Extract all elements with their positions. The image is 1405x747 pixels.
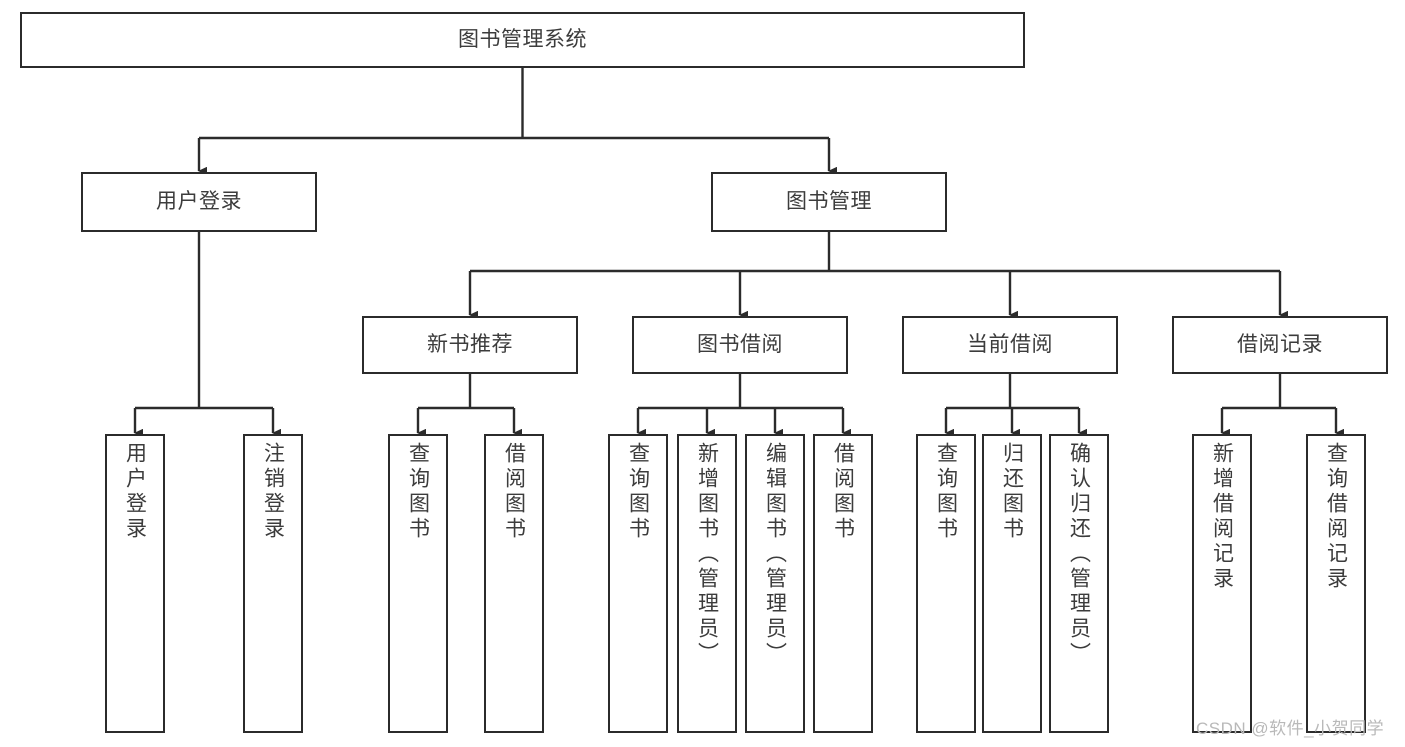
node-label: 新增图书（管理员） (695, 442, 719, 667)
node-leaf-user-login[interactable]: 用户登录 (105, 434, 165, 733)
node-label: 确认归还（管理员） (1067, 442, 1091, 667)
node-label: 借阅图书 (831, 442, 855, 542)
node-leaf-bor-add[interactable]: 新增图书（管理员） (677, 434, 737, 733)
node-leaf-bor-lend[interactable]: 借阅图书 (813, 434, 873, 733)
node-label: 查询借阅记录 (1324, 442, 1348, 592)
node-label: 用户登录 (156, 190, 242, 214)
node-root[interactable]: 图书管理系统 (20, 12, 1025, 68)
node-label: 新书推荐 (427, 333, 513, 357)
node-label: 图书管理 (786, 190, 872, 214)
node-label: 当前借阅 (967, 333, 1053, 357)
node-label: 编辑图书（管理员） (763, 442, 787, 667)
node-newbook[interactable]: 新书推荐 (362, 316, 578, 374)
node-label: 注销登录 (261, 442, 285, 542)
node-leaf-cur-confirm[interactable]: 确认归还（管理员） (1049, 434, 1109, 733)
node-label: 借阅图书 (502, 442, 526, 542)
node-bookmgmt[interactable]: 图书管理 (711, 172, 947, 232)
node-label: 查询图书 (934, 442, 958, 542)
node-leaf-rec-add[interactable]: 新增借阅记录 (1192, 434, 1252, 733)
node-label: 查询图书 (626, 442, 650, 542)
node-label: 查询图书 (406, 442, 430, 542)
node-label: 借阅记录 (1237, 333, 1323, 357)
edge-paths (133, 68, 1344, 438)
node-leaf-rec-query[interactable]: 查询借阅记录 (1306, 434, 1366, 733)
node-leaf-new-query[interactable]: 查询图书 (388, 434, 448, 733)
node-leaf-bor-query[interactable]: 查询图书 (608, 434, 668, 733)
node-leaf-cur-return[interactable]: 归还图书 (982, 434, 1042, 733)
node-leaf-bor-edit[interactable]: 编辑图书（管理员） (745, 434, 805, 733)
node-records[interactable]: 借阅记录 (1172, 316, 1388, 374)
node-label: 图书管理系统 (458, 28, 587, 52)
node-leaf-cur-query[interactable]: 查询图书 (916, 434, 976, 733)
node-label: 用户登录 (123, 442, 147, 542)
node-borrow[interactable]: 图书借阅 (632, 316, 848, 374)
node-label: 图书借阅 (697, 333, 783, 357)
node-current[interactable]: 当前借阅 (902, 316, 1118, 374)
node-label: 新增借阅记录 (1210, 442, 1234, 592)
node-leaf-new-borrow[interactable]: 借阅图书 (484, 434, 544, 733)
node-login[interactable]: 用户登录 (81, 172, 317, 232)
csdn-watermark: CSDN @软件_小贺同学 (1196, 719, 1385, 738)
node-label: 归还图书 (1000, 442, 1024, 542)
node-leaf-user-logout[interactable]: 注销登录 (243, 434, 303, 733)
